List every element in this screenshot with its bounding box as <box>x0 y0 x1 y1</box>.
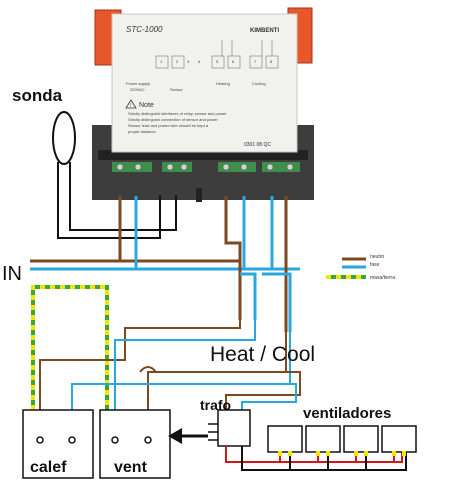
terminal-7: 7 <box>254 59 257 64</box>
sonda-label: sonda <box>12 86 63 105</box>
legend-masa-label: masa/tierra <box>370 275 395 281</box>
terminal-3: 3 <box>187 59 190 64</box>
fan-wiring <box>225 446 407 471</box>
terminal-4: 4 <box>198 59 201 64</box>
probe-loop <box>52 111 76 165</box>
terminal-8: 8 <box>270 59 273 64</box>
heating-label: Heating <box>216 81 230 86</box>
fan-4 <box>381 425 417 453</box>
svg-text:!: ! <box>130 103 131 109</box>
note-line-4: proper distance. <box>128 129 157 134</box>
warning-icon: ! <box>125 99 137 109</box>
power-voltage-label: 220VAC <box>130 87 145 92</box>
legend-neutro-label: neutro <box>370 254 384 260</box>
ventiladores-label: ventiladores <box>303 405 391 422</box>
vent-box <box>99 409 171 479</box>
sensor-label: Sensor <box>170 87 183 92</box>
terminal-6: 6 <box>232 59 235 64</box>
calef-box <box>22 409 94 479</box>
trafo-box <box>208 409 251 447</box>
note-line-3: Sensor lead and power wire should be kep… <box>128 123 209 128</box>
fan-connectors <box>278 451 406 456</box>
note-line-2: Strictly distinguish connection of senso… <box>128 117 218 122</box>
legend-fase-label: fase <box>370 262 380 268</box>
terminal-2: 2 <box>176 59 179 64</box>
in-label: IN <box>2 263 22 285</box>
sonda-probe <box>52 111 177 239</box>
stc-1000-controller: STC-1000 KIMBENTI 1 2 3 4 5 6 7 8 Power … <box>92 7 314 202</box>
heat-cool-label: Heat / Cool <box>210 343 315 366</box>
note-line-1: Strictly distinguish interfaces of relay… <box>128 111 227 116</box>
fan-2 <box>305 425 341 453</box>
terminal-5: 5 <box>216 59 219 64</box>
terminal-block <box>112 162 300 202</box>
calef-label: calef <box>30 459 67 476</box>
fan-1 <box>267 425 303 453</box>
label-plate <box>111 13 298 153</box>
earth-wire <box>31 285 109 420</box>
serial-label: 0301 08 QC <box>244 142 271 148</box>
fan-units <box>267 425 417 453</box>
terminal-1: 1 <box>160 59 163 64</box>
legend: neutro fase masa/tierra <box>326 254 395 281</box>
terminal-pictogram <box>155 40 279 69</box>
mains-bus <box>30 196 300 332</box>
fan-3 <box>343 425 379 453</box>
vent-label: vent <box>114 459 148 476</box>
load-wiring <box>39 320 301 440</box>
power-supply-label: Power supply <box>126 81 150 86</box>
cooling-label: Cooling <box>252 81 266 86</box>
trafo-label: trafo <box>200 397 231 413</box>
model-label: STC-1000 <box>126 25 163 34</box>
brand-label: KIMBENTI <box>250 28 279 34</box>
arrow-icon <box>168 428 208 444</box>
note-title: Note <box>139 102 154 109</box>
